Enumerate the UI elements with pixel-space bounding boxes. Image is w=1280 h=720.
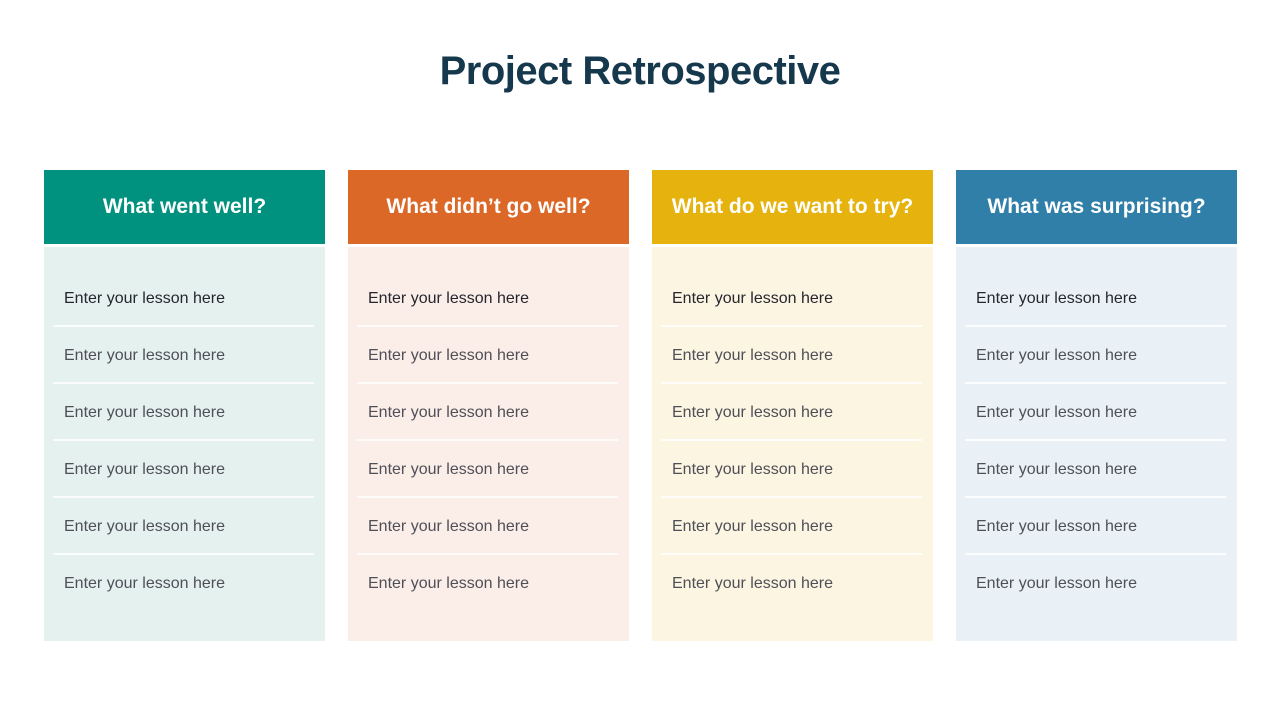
column-header-surprising: What was surprising? xyxy=(956,170,1237,244)
lesson-placeholder[interactable]: Enter your lesson here xyxy=(672,574,833,592)
lesson-placeholder[interactable]: Enter your lesson here xyxy=(956,498,1237,555)
lesson-placeholder[interactable]: Enter your lesson here xyxy=(348,327,629,384)
lesson-placeholder[interactable]: Enter your lesson here xyxy=(652,441,933,498)
column-want-to-try: What do we want to try? Enter your lesso… xyxy=(652,170,933,641)
column-header-didnt-go-well: What didn’t go well? xyxy=(348,170,629,244)
column-body-surprising: Enter your lesson here Enter your lesson… xyxy=(956,247,1237,641)
column-body-went-well: Enter your lesson here Enter your lesson… xyxy=(44,247,325,641)
lesson-placeholder[interactable]: Enter your lesson here xyxy=(348,498,629,555)
page-title: Project Retrospective xyxy=(439,49,841,93)
lesson-placeholder[interactable]: Enter your lesson here xyxy=(956,441,1237,498)
lesson-placeholder[interactable]: Enter your lesson here xyxy=(976,574,1137,592)
lesson-placeholder[interactable]: Enter your lesson here xyxy=(44,498,325,555)
lesson-placeholder[interactable]: Enter your lesson here xyxy=(44,327,325,384)
lesson-placeholder[interactable]: Enter your lesson here xyxy=(64,574,225,592)
retrospective-board: What went well? Enter your lesson here E… xyxy=(44,170,1237,641)
column-body-want-to-try: Enter your lesson here Enter your lesson… xyxy=(652,247,933,641)
column-body-didnt-go-well: Enter your lesson here Enter your lesson… xyxy=(348,247,629,641)
lesson-placeholder[interactable]: Enter your lesson here xyxy=(348,270,629,327)
column-header-went-well: What went well? xyxy=(44,170,325,244)
lesson-placeholder[interactable]: Enter your lesson here xyxy=(44,441,325,498)
lesson-placeholder[interactable]: Enter your lesson here xyxy=(956,384,1237,441)
lesson-placeholder[interactable]: Enter your lesson here xyxy=(652,498,933,555)
lesson-placeholder[interactable]: Enter your lesson here xyxy=(44,384,325,441)
lesson-placeholder[interactable]: Enter your lesson here xyxy=(652,270,933,327)
lesson-placeholder[interactable]: Enter your lesson here xyxy=(956,327,1237,384)
lesson-placeholder[interactable]: Enter your lesson here xyxy=(348,384,629,441)
lesson-placeholder[interactable]: Enter your lesson here xyxy=(44,270,325,327)
lesson-placeholder[interactable]: Enter your lesson here xyxy=(956,270,1237,327)
lesson-placeholder[interactable]: Enter your lesson here xyxy=(652,384,933,441)
lesson-placeholder[interactable]: Enter your lesson here xyxy=(368,574,529,592)
column-went-well: What went well? Enter your lesson here E… xyxy=(44,170,325,641)
lesson-placeholder[interactable]: Enter your lesson here xyxy=(348,441,629,498)
column-surprising: What was surprising? Enter your lesson h… xyxy=(956,170,1237,641)
column-header-want-to-try: What do we want to try? xyxy=(652,170,933,244)
lesson-placeholder[interactable]: Enter your lesson here xyxy=(652,327,933,384)
column-didnt-go-well: What didn’t go well? Enter your lesson h… xyxy=(348,170,629,641)
